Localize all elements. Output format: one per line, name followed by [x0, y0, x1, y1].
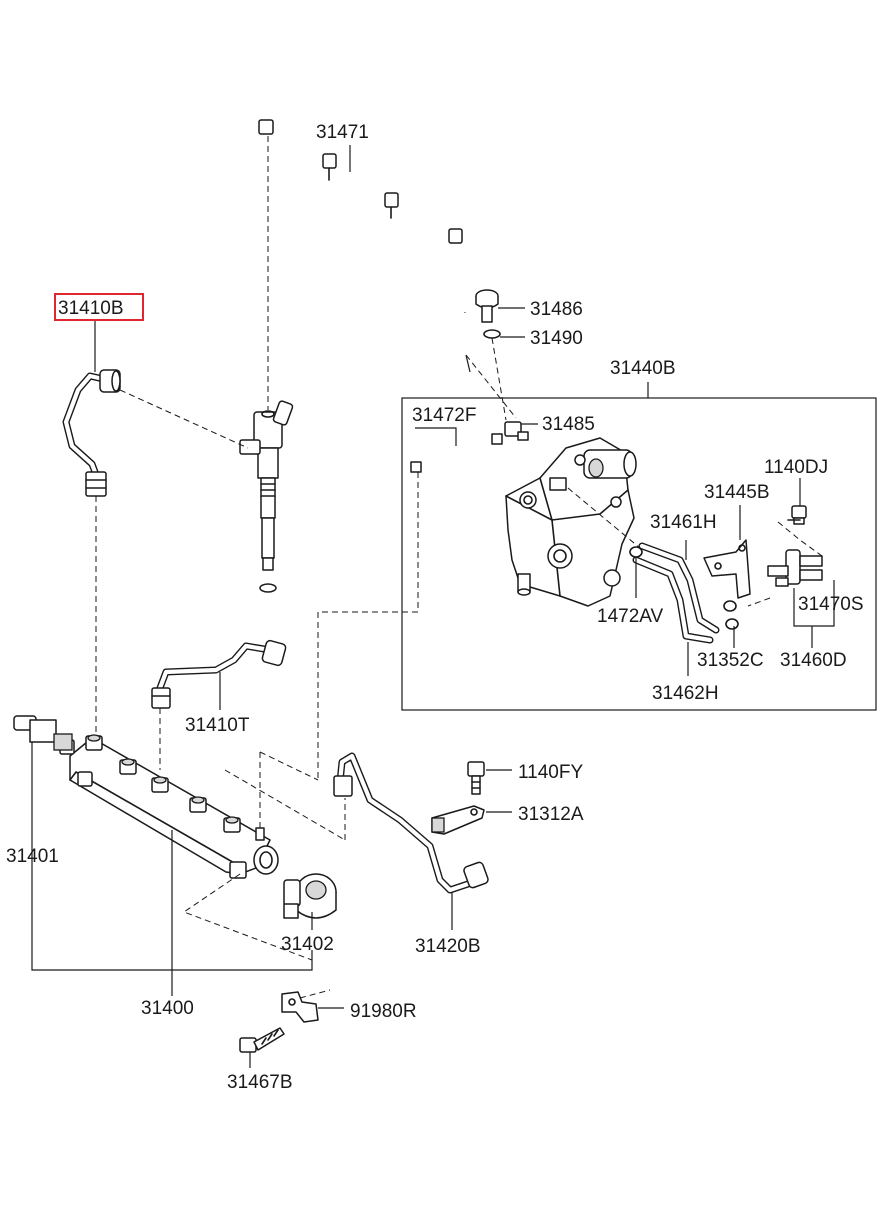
clamp-31352c[interactable]: [723, 600, 739, 630]
label-31462h[interactable]: 31462H: [652, 683, 719, 704]
high-pressure-pump[interactable]: [505, 437, 637, 607]
label-31460d[interactable]: 31460D: [780, 650, 847, 671]
label-31467b[interactable]: 31467B: [227, 1072, 293, 1093]
injection-pipe-31410b[interactable]: [62, 369, 121, 497]
injection-pipe-31410t[interactable]: [151, 639, 287, 709]
o-ring-31490[interactable]: [483, 329, 501, 339]
label-31485[interactable]: 31485: [542, 414, 595, 435]
bracket-31445b[interactable]: [703, 539, 751, 599]
hose-31462h[interactable]: [632, 556, 714, 644]
label-31410b[interactable]: 31410B: [58, 298, 124, 319]
label-31471[interactable]: 31471: [316, 122, 369, 143]
common-rail-31400[interactable]: [59, 734, 279, 879]
return-line-31471[interactable]: [258, 119, 474, 313]
bracket-31312a[interactable]: [431, 805, 485, 835]
pressure-limiter-31402[interactable]: [283, 873, 337, 919]
bolt-1140dj[interactable]: [787, 505, 807, 525]
bolt-1140fy[interactable]: [467, 761, 485, 795]
pump-assembly-box: [401, 397, 877, 711]
return-pipe-31472f[interactable]: [410, 433, 503, 473]
label-31440b[interactable]: 31440B: [610, 358, 676, 379]
label-31472f[interactable]: 31472F: [412, 405, 476, 426]
label-31445b[interactable]: 31445B: [704, 482, 770, 503]
plug-31486[interactable]: [475, 289, 499, 323]
clamp-1472av[interactable]: [629, 546, 643, 558]
fitting-31485[interactable]: [504, 421, 529, 441]
injection-pipe-31420b[interactable]: [333, 752, 489, 894]
label-31402[interactable]: 31402: [281, 934, 334, 955]
label-1140fy[interactable]: 1140FY: [518, 762, 583, 783]
label-31470s[interactable]: 31470S: [798, 594, 864, 615]
bracket-91980r[interactable]: [281, 991, 319, 1023]
label-1140dj[interactable]: 1140DJ: [764, 457, 828, 478]
label-31490[interactable]: 31490: [530, 328, 583, 349]
label-31461h[interactable]: 31461H: [650, 512, 717, 533]
label-31401[interactable]: 31401: [6, 846, 59, 867]
label-31420b[interactable]: 31420B: [415, 936, 481, 957]
label-91980r[interactable]: 91980R: [350, 1001, 417, 1022]
label-31486[interactable]: 31486: [530, 299, 583, 320]
label-31400[interactable]: 31400: [141, 998, 194, 1019]
label-31312a[interactable]: 31312A: [518, 804, 584, 825]
valve-31470s[interactable]: [767, 549, 823, 587]
bolt-31467b[interactable]: [239, 1027, 285, 1053]
label-31352c[interactable]: 31352C: [697, 650, 764, 671]
pressure-sensor-31401[interactable]: [13, 715, 73, 751]
highlight-box: [54, 293, 144, 321]
label-1472av[interactable]: 1472AV: [597, 606, 664, 627]
hose-31461h[interactable]: [638, 542, 720, 634]
label-31410t[interactable]: 31410T: [185, 715, 250, 736]
injector[interactable]: [239, 400, 294, 593]
